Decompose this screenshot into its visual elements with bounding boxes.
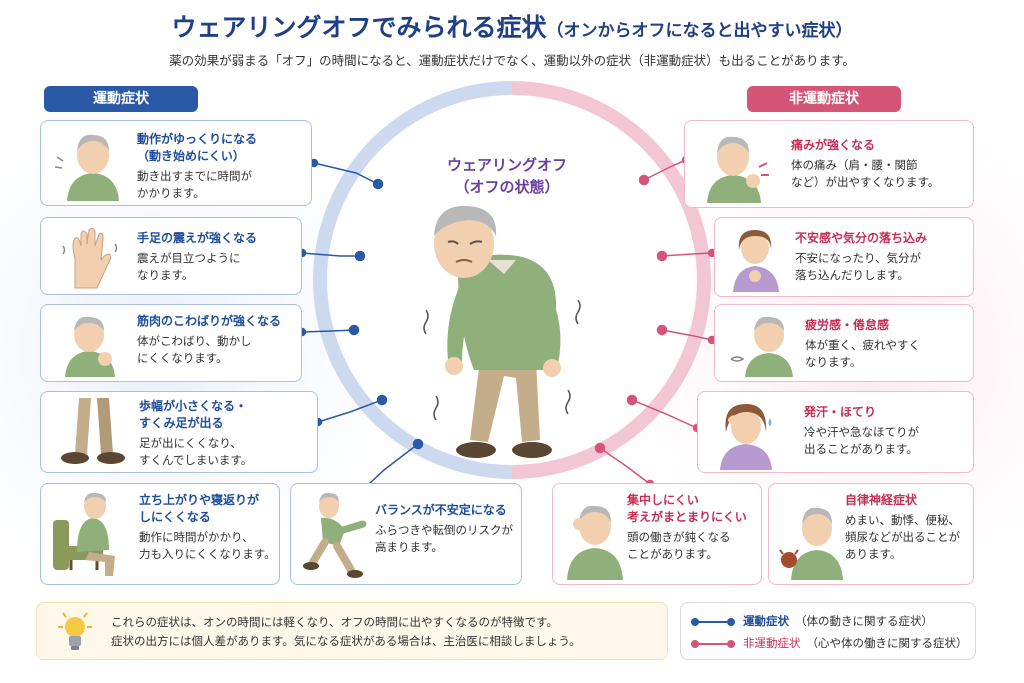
page-title-main: ウェアリングオフでみられる症状	[171, 13, 547, 42]
nonmotor-symptom-card: 痛みが強くなる 体の痛み（肩・腰・関節 など）が出やすくなります。	[684, 120, 974, 208]
motor-symptom-card: 手足の震えが強くなる 震えが目立つように なります。	[40, 217, 302, 295]
small-steps-icon	[61, 398, 125, 464]
page-title: ウェアリングオフでみられる症状（オンからオフになると出やすい症状）	[0, 8, 1024, 44]
symptom-description: めまい、動悸、便秘、 頻尿などが出ることが あります。	[845, 513, 960, 561]
symptom-description: 震えが目立つように なります。	[137, 251, 241, 282]
legend-nonmotor-desc: （心や体の働きに関する症状）	[806, 636, 968, 650]
symptom-heading: 自律神経症状	[845, 493, 918, 507]
motor-symptom-card: 筋肉のこわばりが強くなる 体がこわばり、動かし にくくなります。	[40, 304, 302, 382]
symptom-description: 動作に時間がかかり、 力も入りにくくなります。	[139, 530, 276, 561]
legend-motor-line-icon	[691, 616, 735, 628]
concentration-icon	[567, 505, 623, 580]
legend-nonmotor-line-icon	[691, 638, 735, 650]
motor-symptom-card: バランスが不安定になる ふらつきや転倒のリスクが 高まります。	[290, 483, 522, 585]
nonmotor-symptom-card: 疲労感・倦怠感 体が重く、疲れやすく なります。	[714, 304, 974, 382]
hunched-elderly-man-icon	[423, 205, 581, 458]
symptom-heading: 集中しにくい 考えがまとまりにくい	[627, 493, 747, 524]
stumbling-icon	[303, 492, 367, 578]
intro-text: 薬の効果が弱まる「オフ」の時間になると、運動症状だけでなく、運動以外の症状（非運…	[169, 53, 855, 68]
legend-motor: 運動症状 （体の動きに関する症状）	[691, 613, 933, 629]
symptom-heading: 歩幅が小さくなる・ すくみ足が出る	[139, 399, 248, 430]
nonmotor-symptom-card: 不安感や気分の落ち込み 不安になったり、気分が 落ち込んだりします。	[714, 217, 974, 297]
pain-icon	[707, 136, 769, 203]
lightbulb-icon	[58, 612, 92, 650]
legend-motor-desc: （体の動きに関する症状）	[795, 614, 933, 628]
symptom-heading: 筋肉のこわばりが強くなる	[137, 314, 282, 328]
symptom-description: 不安になったり、気分が 落ち込んだりします。	[795, 251, 922, 282]
note-box: これらの症状は、オンの時間には軽くなり、オフの時間に出やすくなるのが特徴です。 …	[36, 602, 668, 660]
symptom-description: ふらつきや転倒のリスクが 高まります。	[375, 523, 513, 554]
symptom-description: 冷や汗や急なほてりが 出ることがあります。	[804, 425, 919, 456]
legend-nonmotor: 非運動症状 （心や体の働きに関する症状）	[691, 635, 968, 651]
sweating-icon	[720, 404, 772, 470]
page-title-sub: （オンからオフになると出やすい症状）	[546, 21, 853, 41]
motor-symptom-card: 動作がゆっくりになる （動き始めにくい） 動き出すまでに時間が かかります。	[40, 120, 312, 206]
symptom-heading: 疲労感・倦怠感	[805, 318, 890, 332]
anxiety-icon	[733, 230, 779, 292]
nonmotor-symptom-card: 自律神経症状 めまい、動悸、便秘、 頻尿などが出ることが あります。	[768, 483, 974, 585]
symptom-heading: 痛みが強くなる	[791, 138, 876, 152]
symptom-description: 体の痛み（肩・腰・関節 など）が出やすくなります。	[791, 158, 940, 189]
trembling-hand-icon	[62, 227, 118, 289]
symptom-description: 足が出にくくなり、 すくんでしまいます。	[139, 436, 253, 467]
symptom-heading: 手足の震えが強くなる	[137, 231, 258, 245]
symptom-description: 動き出すまでに時間が かかります。	[137, 169, 252, 200]
slow-movement-icon	[54, 134, 119, 201]
note-line: これらの症状は、オンの時間には軽くなり、オフの時間に出やすくなるのが特徴です。	[111, 615, 558, 629]
symptom-heading: 発汗・ほてり	[804, 405, 877, 419]
legend-nonmotor-label: 非運動症状	[743, 636, 801, 650]
symptom-heading: 動作がゆっくりになる （動き始めにくい）	[137, 132, 258, 163]
motor-symptom-card: 立ち上がりや寝返りが しにくくなる 動作に時間がかかり、 力も入りにくくなります…	[40, 483, 280, 585]
motor-symptom-card: 歩幅が小さくなる・ すくみ足が出る 足が出にくくなり、 すくんでしまいます。	[40, 391, 318, 473]
symptom-heading: バランスが不安定になる	[375, 503, 507, 517]
symptom-description: 体が重く、疲れやすく なります。	[805, 338, 920, 369]
nonmotor-category-label: 非運動症状	[747, 86, 901, 112]
legend-motor-label: 運動症状	[743, 614, 789, 628]
symptom-heading: 不安感や気分の落ち込み	[795, 231, 928, 245]
symptom-description: 体がこわばり、動かし にくくなります。	[137, 334, 252, 365]
symptom-description: 頭の働きが鈍くなる ことがあります。	[627, 530, 731, 561]
note-line: 症状の出方には個人差があります。気になる症状がある場合は、主治医に相談しましょう…	[111, 634, 581, 648]
nonmotor-symptom-card: 集中しにくい 考えがまとまりにくい 頭の働きが鈍くなる ことがあります。	[552, 483, 762, 585]
legend: 運動症状 （体の動きに関する症状） 非運動症状 （心や体の働きに関する症状）	[680, 602, 976, 660]
autonomic-icon	[779, 507, 843, 580]
symptom-heading: 立ち上がりや寝返りが しにくくなる	[139, 493, 260, 524]
center-label: ウェアリングオフ （オフの状態）	[446, 156, 567, 196]
nonmotor-symptom-card: 発汗・ほてり 冷や汗や急なほてりが 出ることがあります。	[697, 391, 974, 473]
chair-standing-icon	[53, 492, 115, 576]
stiff-shoulder-icon	[65, 316, 115, 377]
motor-category-label: 運動症状	[44, 86, 198, 112]
motor-ring	[313, 81, 513, 479]
fatigue-icon	[730, 316, 793, 377]
